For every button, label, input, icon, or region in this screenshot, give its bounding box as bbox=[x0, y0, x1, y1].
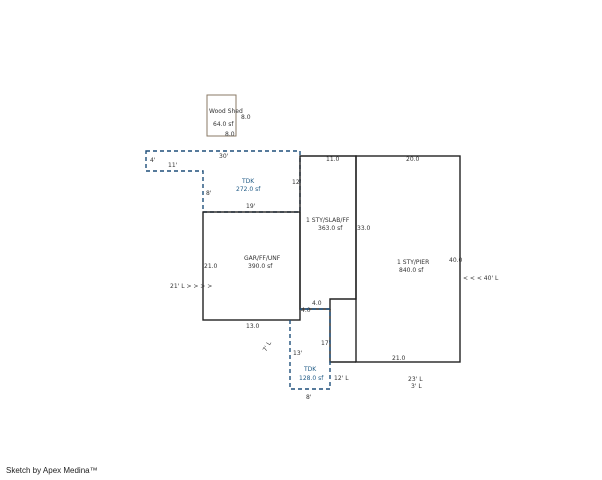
tdk-lower-deck: TDK 128.0 sf 13' 17' 8' bbox=[289, 308, 331, 401]
tdk-lower-dim-left: 13' bbox=[293, 350, 303, 357]
wood-shed-dim-right: 8.0 bbox=[241, 114, 251, 121]
slab-section: 1 STY/SLAB/FF 363.0 sf 11.0 33.0 4.0 4.0 bbox=[299, 155, 371, 314]
garage-name: GAR/FF/UNF bbox=[244, 255, 281, 262]
wood-shed: Wood Shed 64.0 sf 8.0 8.0 bbox=[206, 94, 251, 138]
garage-dim-bottom: 13.0 bbox=[246, 323, 260, 330]
tdk-upper-dim-left: 4' bbox=[150, 157, 156, 164]
bottom-left-note: 12' L bbox=[334, 375, 349, 382]
slab-dim-step: 4.0 bbox=[301, 307, 311, 314]
slab-dim-right: 33.0 bbox=[357, 225, 371, 232]
tdk-upper-deck: TDK 272.0 sf 30' 4' 11' 8' 12' 19' bbox=[145, 150, 302, 213]
tdk-upper-outline bbox=[145, 150, 301, 213]
tdk2-stairs-note: 7' L bbox=[262, 340, 274, 353]
bottom-right-note-a: 23' L bbox=[408, 376, 423, 383]
tdk-lower-dim-bottom: 8' bbox=[306, 394, 312, 401]
slab-dim-bottom: 4.0 bbox=[312, 300, 322, 307]
bottom-right-note-b: 3' L bbox=[411, 383, 422, 390]
main-lower-extension bbox=[329, 309, 356, 363]
tdk-upper-dim-top: 30' bbox=[219, 153, 229, 160]
tdk-upper-dim-bottom: 19' bbox=[246, 203, 256, 210]
slab-dim-top: 11.0 bbox=[326, 156, 340, 163]
slab-area: 363.0 sf bbox=[318, 225, 343, 232]
tdk-upper-dim-step: 8' bbox=[206, 190, 212, 197]
garage-dim-left: 21.0 bbox=[204, 263, 218, 270]
wood-shed-name: Wood Shed bbox=[209, 108, 243, 115]
tdk-upper-area: 272.0 sf bbox=[236, 186, 261, 193]
tdk-upper-dim-notch: 11' bbox=[168, 162, 178, 169]
garage-area: 390.0 sf bbox=[248, 263, 273, 270]
main-dim-bottom: 21.0 bbox=[392, 355, 406, 362]
main-dim-top: 20.0 bbox=[406, 156, 420, 163]
wood-shed-dim-bottom: 8.0 bbox=[225, 131, 235, 138]
main-section: 1 STY/PIER 840.0 sf 20.0 40.0 21.0 bbox=[329, 155, 463, 363]
wood-shed-area: 64.0 sf bbox=[213, 121, 234, 128]
slab-name: 1 STY/SLAB/FF bbox=[306, 217, 350, 224]
garage: GAR/FF/UNF 390.0 sf 21.0 13.0 bbox=[202, 211, 301, 330]
tdk-lower-name: TDK bbox=[303, 366, 317, 373]
main-name: 1 STY/PIER bbox=[397, 259, 429, 266]
right-arrows-note: < < < 40' L bbox=[463, 275, 499, 282]
tdk-lower-outline bbox=[289, 308, 331, 390]
tdk-upper-dim-right: 12' bbox=[292, 179, 302, 186]
tdk-lower-area: 128.0 sf bbox=[299, 375, 324, 382]
sketch-credit-footer: Sketch by Apex Medina™ bbox=[6, 466, 98, 475]
main-dim-right: 40.0 bbox=[449, 257, 463, 264]
main-outline bbox=[355, 155, 461, 363]
main-area: 840.0 sf bbox=[399, 267, 424, 274]
wood-shed-outline bbox=[206, 94, 237, 137]
tdk-lower-dim-right: 17' bbox=[321, 340, 331, 347]
left-arrows-note: 21' L > > > > bbox=[170, 283, 212, 290]
slab-outline bbox=[299, 155, 357, 310]
tdk-upper-name: TDK bbox=[241, 178, 255, 185]
